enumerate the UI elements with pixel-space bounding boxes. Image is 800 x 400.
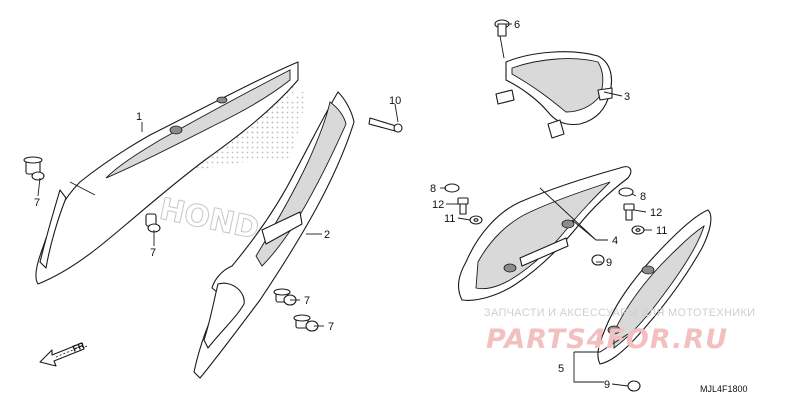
callout-part-7-b: 7 [150,247,156,259]
nut-9-lower [627,380,641,392]
callout-part-7-a: 7 [34,197,40,209]
diagram-code: MJL4F1800 [700,384,748,394]
callout-part-8-right: 8 [640,191,646,203]
direction-label: FR. [71,339,88,354]
callout-part-11-right: 11 [656,225,667,237]
nut-9-upper [591,254,605,266]
bolt-12-left [457,197,469,215]
callout-part-1: 1 [136,111,142,123]
grommet-7-d [293,314,319,332]
bolt-12-right [623,203,635,221]
callout-part-10: 10 [389,95,401,107]
callout-part-3: 3 [624,91,630,103]
cap-8-left [444,183,460,193]
screw-6 [494,19,510,59]
part-seat-cowl [495,51,613,139]
watermark: ЗАПЧАСТИ И АКСЕССУАРЫ ДЛЯ МОТОТЕХНИКИ PA… [484,307,755,355]
grommet-7-b [145,213,161,233]
washer-11-right [631,225,645,235]
callout-part-11-left: 11 [444,213,455,225]
callout-part-8-left: 8 [430,183,436,195]
callout-part-7-c: 7 [304,295,310,307]
part-grab-rail-right [597,209,712,365]
front-direction-arrow: FR. [39,339,88,367]
callout-part-5: 5 [558,363,564,375]
part-left-side-cover [35,61,299,285]
callout-labels: 1 2 3 4 5 6 7 7 7 7 8 8 9 9 10 11 11 12 … [34,19,667,391]
washer-11-left [469,215,483,225]
callout-part-12-right: 12 [650,207,662,219]
callout-part-7-d: 7 [328,321,334,333]
part-grab-rail-left [457,166,632,301]
callout-part-2: 2 [324,229,330,241]
leader-lines [37,23,652,387]
callout-part-9-upper: 9 [606,257,612,269]
part-right-side-cover [193,91,355,379]
callout-part-6: 6 [514,19,520,31]
callout-part-9-lower: 9 [604,379,610,391]
callout-part-4: 4 [612,235,618,247]
bolt-10 [368,117,403,133]
callout-part-12-left: 12 [432,199,444,211]
grommet-7-c [273,288,297,306]
watermark-brand: PARTS4FOR.RU [486,324,728,355]
watermark-subtitle: ЗАПЧАСТИ И АКСЕССУАРЫ ДЛЯ МОТОТЕХНИКИ [484,307,755,319]
cap-8-right [618,187,634,197]
grommet-7-a [23,156,45,181]
